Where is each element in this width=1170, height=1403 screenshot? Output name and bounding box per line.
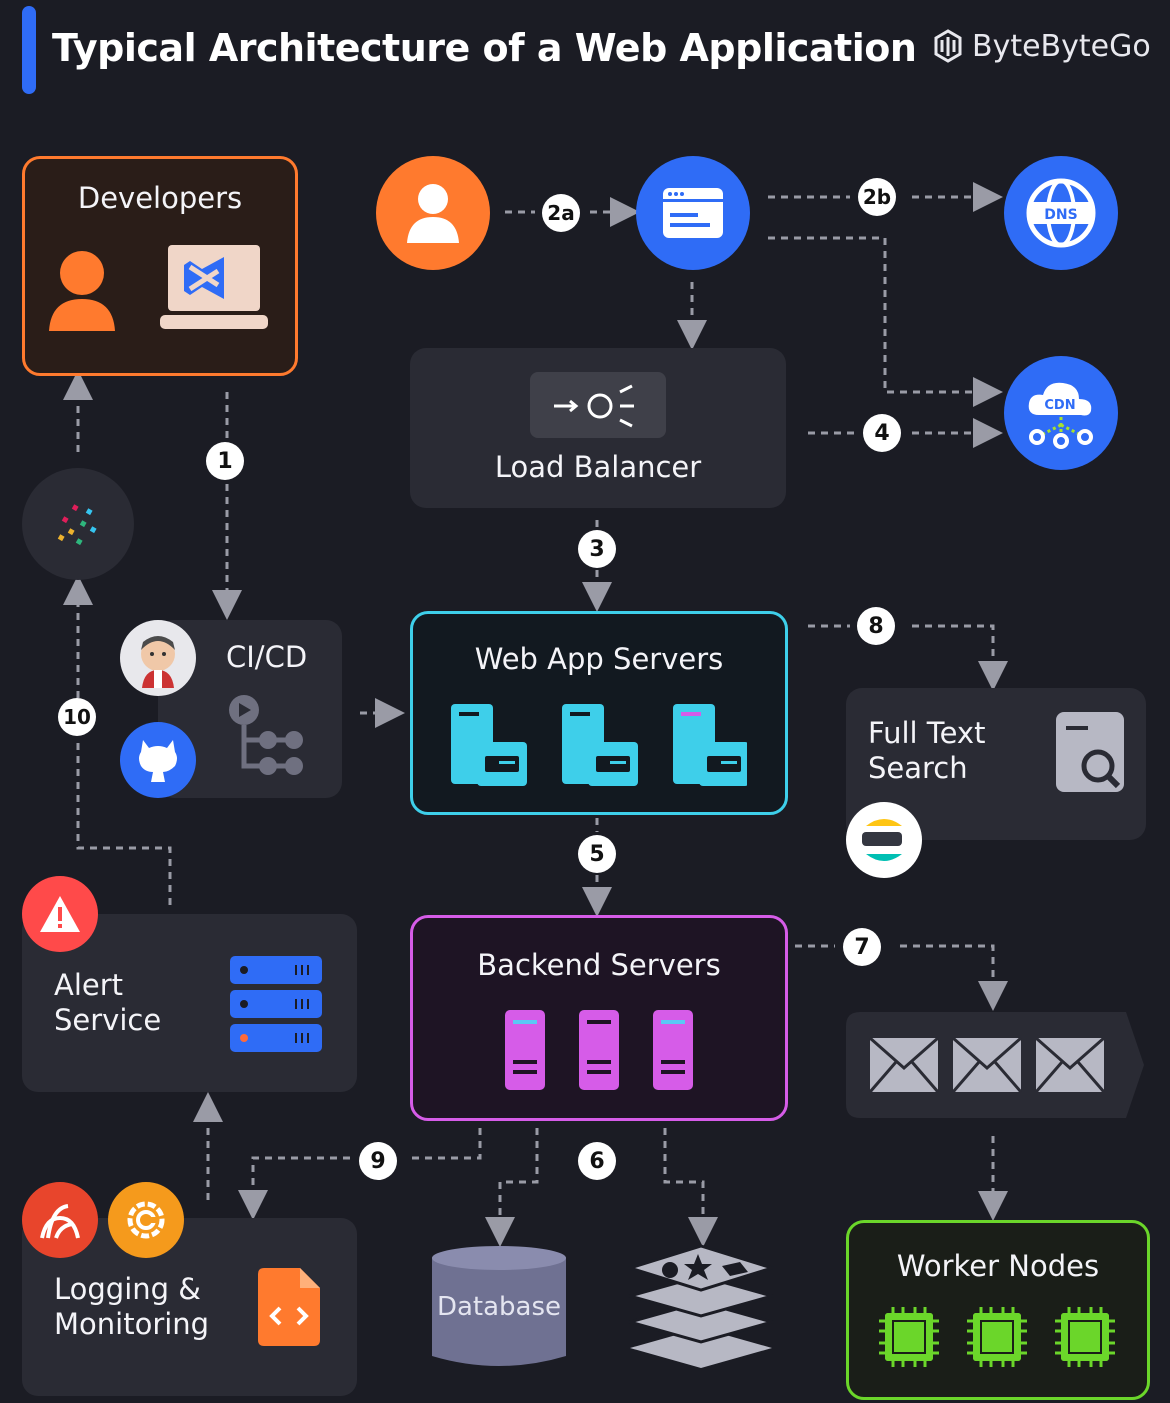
browser-window-icon [636,156,750,270]
page-title: Typical Architecture of a Web Applicatio… [52,26,917,70]
step-badge-10: 10 [58,698,96,736]
step-badge-2b: 2b [858,178,896,216]
title-accent-bar [22,6,36,94]
database-cylinder: Database [430,1244,568,1370]
backend-servers-box: Backend Servers [410,915,788,1121]
dns-globe-icon: DNS [1004,156,1118,270]
prometheus-icon [22,1182,98,1258]
web-app-servers-box: Web App Servers [410,611,788,815]
cpu-chip-icons [879,1307,1115,1367]
slack-icon [22,468,134,580]
step-badge-5: 5 [578,835,616,873]
logging-monitoring-label: Logging & Monitoring [54,1272,210,1342]
cicd-label: CI/CD [226,640,308,674]
step-badge-8: 8 [857,607,895,645]
developer-person-icon [49,251,115,331]
step-badge-3: 3 [578,530,616,568]
grafana-icon [108,1182,184,1258]
database-label: Database [436,1292,562,1322]
document-search-icon [1056,712,1124,792]
web-server-icons [451,704,747,786]
cdn-label: CDN [1044,398,1075,413]
step-badge-7: 7 [843,928,881,966]
bytebytego-icon [934,29,962,63]
worker-nodes-label: Worker Nodes [896,1249,1100,1283]
cdn-cloud-icon: CDN [1004,356,1118,470]
developers-box: Developers [22,156,298,376]
envelope-icons [870,1038,1104,1092]
backend-servers-label: Backend Servers [477,948,721,982]
jenkins-icon [120,620,196,696]
server-rack-icon [230,956,322,1052]
web-app-servers-label: Web App Servers [474,642,724,676]
user-avatar-icon [376,156,490,270]
step-badge-9: 9 [359,1142,397,1180]
brand-name: ByteByteGo [972,28,1151,64]
elasticsearch-icon [846,802,922,878]
pipeline-icon [229,695,303,775]
step-badge-4: 4 [863,414,901,452]
alert-warning-icon [22,876,98,952]
worker-nodes-box: Worker Nodes [846,1220,1150,1400]
github-icon [120,722,196,798]
full-text-search-label: Full Text Search [868,716,986,786]
brand-logo: ByteByteGo [932,28,1151,64]
developers-label: Developers [77,181,243,215]
redis-cache-icon [628,1244,774,1368]
code-file-icon [258,1268,320,1346]
dns-label: DNS [1044,207,1077,223]
alert-service-label: Alert Service [54,968,162,1038]
laptop-vscode-icon [160,245,268,329]
step-badge-1: 1 [206,442,244,480]
full-text-search-box: Full Text Search [846,688,1146,840]
load-balancer-icon [530,372,666,438]
load-balancer-label: Load Balancer [494,450,702,484]
backend-server-icons [505,1010,693,1090]
message-queue-box [846,1012,1146,1118]
load-balancer-box: Load Balancer [410,348,786,508]
step-badge-6: 6 [578,1142,616,1180]
step-badge-2a: 2a [542,194,580,232]
